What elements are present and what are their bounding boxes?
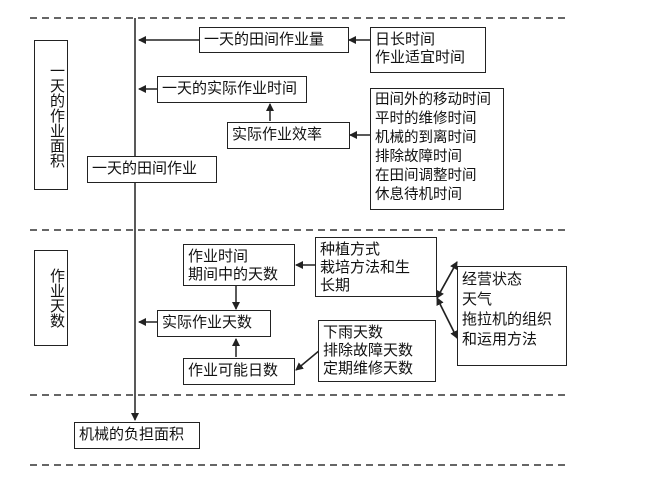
planting-factor-item: 种植方式 [320, 240, 381, 258]
period-days-item: 作业时间 [188, 247, 249, 265]
org-factor-item: 拖拉机的组织 [462, 310, 553, 328]
efficiency-factor-item: 在田间调整时间 [375, 168, 477, 184]
org-factor-item: 和运用方法 [462, 330, 538, 348]
efficiency-factor-item: 休息待机时间 [375, 187, 462, 203]
weather-factor-item: 下雨天数 [323, 323, 384, 341]
arrow-weather-factors [295, 349, 321, 371]
time-factor-item: 作业适宜时间 [375, 48, 466, 66]
org-factor-item: 经营状态 [462, 270, 523, 288]
possible-work-days-box: 作业可能日数 [183, 358, 295, 385]
efficiency-factor-item: 排除故障时间 [375, 149, 462, 165]
actual-work-days-box: 实际作业天数 [157, 310, 271, 337]
machine-load-area-box: 机械的负担面积 [74, 422, 200, 449]
daily-field-work-box: 一天的田间作业 [87, 156, 217, 183]
days-section-label: 作业天数 [34, 250, 68, 346]
efficiency-factor-item: 田间外的移动时间 [375, 92, 491, 108]
weather-factor-item: 定期维修天数 [323, 359, 414, 377]
time-factor-item: 日长时间 [375, 30, 436, 48]
efficiency-factor-item: 机械的到离时间 [375, 130, 477, 146]
org-factors-box: 经营状态 天气 拖拉机的组织 和运用方法 [457, 266, 567, 366]
efficiency-factors-box: 田间外的移动时间 平时的维修时间 机械的到离时间 排除故障时间 在田间调整时间 … [370, 88, 504, 210]
daily-field-volume-box: 一天的田间作业量 [199, 27, 349, 53]
actual-efficiency-box: 实际作业效率 [227, 122, 350, 149]
weather-factor-item: 排除故障天数 [323, 341, 414, 359]
arrow-weather-from-org [436, 297, 458, 339]
planting-factors-box: 种植方式 栽培方法和生 长期 [315, 237, 437, 297]
weather-factors-box: 下雨天数 排除故障天数 定期维修天数 [318, 320, 436, 382]
org-factor-item: 天气 [462, 290, 493, 308]
time-factors-box: 日长时间 作业适宜时间 [370, 27, 486, 73]
daily-actual-time-box: 一天的实际作业时间 [157, 76, 307, 103]
planting-factor-item: 栽培方法和生 [320, 258, 411, 276]
efficiency-factor-item: 平时的维修时间 [375, 111, 477, 127]
planting-factor-item: 长期 [320, 276, 351, 294]
area-section-label: 一天的作业面积 [34, 40, 68, 190]
period-days-box: 作业时间 期间中的天数 [183, 244, 295, 286]
period-days-item: 期间中的天数 [188, 265, 279, 283]
arrow-planting-from-org [436, 261, 458, 299]
